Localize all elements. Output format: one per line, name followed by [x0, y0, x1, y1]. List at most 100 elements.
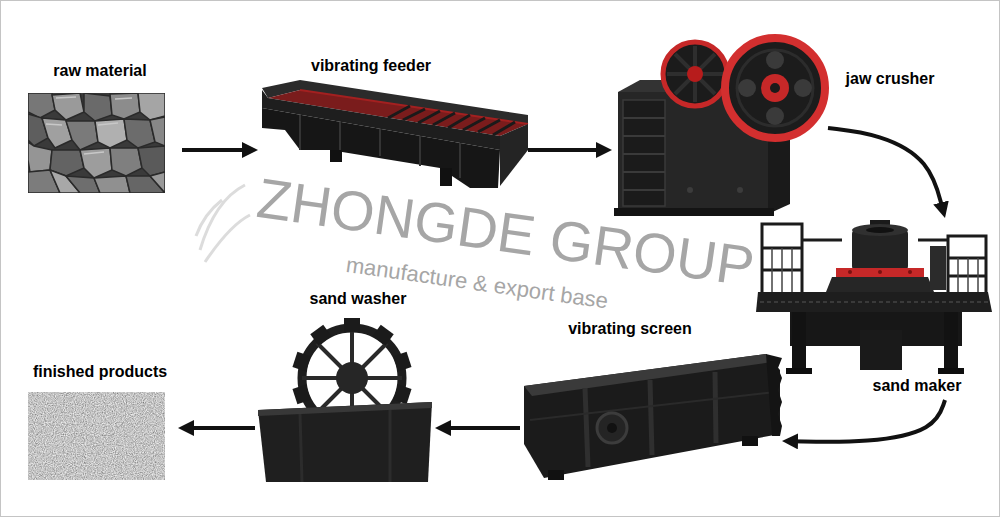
- vibrating-feeder-picture-part-part: [403, 109, 425, 120]
- finished-sand-picture-part: [28, 392, 165, 480]
- node-label: sand maker: [873, 376, 962, 395]
- sand-washer-picture: [258, 318, 432, 482]
- sand-washer-picture-part-part: [310, 325, 331, 346]
- jaw-crusher-picture-part: [737, 187, 743, 193]
- vibrating-screen-picture: [524, 354, 782, 480]
- jaw-crusher-picture-part: [614, 208, 774, 216]
- jaw-crusher-picture-part: [738, 79, 756, 97]
- vibrating-feeder-picture-part-part: [418, 111, 440, 123]
- sand-washer-picture-part-part: [292, 385, 310, 405]
- jaw-crusher-picture-part: [794, 79, 812, 97]
- vibrating-feeder-picture-part: [440, 168, 452, 186]
- raw-stone-picture-part-part: [84, 93, 112, 121]
- sand-maker-picture-part: [756, 292, 992, 312]
- raw-stone-picture-part: [28, 93, 165, 193]
- flow-arrow: [528, 148, 604, 152]
- sand-washer-picture-part: [336, 362, 368, 394]
- flow-arrow: [443, 426, 520, 430]
- raw-stone-picture-part: [46, 97, 132, 154]
- raw-stone-picture-part-part: [66, 121, 98, 150]
- vibrating-feeder-picture-part-part: [388, 106, 410, 118]
- node-label: jaw crusher: [846, 69, 935, 88]
- flow-arrow: [828, 128, 943, 210]
- sand-maker-machine: sand maker: [785, 218, 995, 400]
- sand-maker-picture-part: [826, 277, 934, 292]
- raw-stone-picture-part-part: [28, 93, 55, 118]
- raw-stone-picture-part: [28, 93, 165, 193]
- jaw-crusher-picture-part: [766, 51, 784, 69]
- vibrating-screen-picture-part: [530, 392, 776, 420]
- sand-maker-picture-part: [852, 224, 908, 236]
- sand-maker-picture-part: [930, 246, 946, 290]
- sand-maker-picture-part: [848, 270, 852, 274]
- sand-maker-picture-part: [908, 270, 912, 274]
- sand-maker-picture-part: [866, 227, 894, 233]
- finished-sand-picture: [28, 392, 165, 480]
- sand-washer-picture-part-part: [393, 352, 411, 372]
- jaw-crusher-picture-part: [687, 66, 703, 82]
- node-label: vibrating feeder: [311, 56, 431, 75]
- raw-stone-picture-part-part: [110, 93, 140, 119]
- vibrating-screen-picture-part: [766, 354, 782, 436]
- sand-maker-picture-part: [944, 312, 958, 372]
- vibrating-screen-picture-part: [524, 354, 780, 478]
- raw-stone-picture-part-part: [138, 93, 165, 120]
- vibrating-feeder-picture-part: [300, 115, 460, 178]
- jaw-crusher-picture-part: [725, 38, 825, 138]
- jaw-crusher-picture-part: [687, 187, 693, 193]
- raw-stone-picture-part-part: [150, 172, 165, 193]
- sand-washer-picture-part-part: [393, 385, 411, 405]
- sand-washer-picture-part: [258, 402, 432, 416]
- vibrating-feeder-picture-part-part: [478, 120, 500, 132]
- vibrating-feeder-picture-part-part: [433, 113, 455, 125]
- jaw-crusher-picture-part: [623, 100, 665, 206]
- jaw-crusher-picture-part: [770, 83, 780, 93]
- vibrating-feeder-picture-part-part: [463, 118, 485, 130]
- material-sample: raw material: [25, 88, 182, 196]
- jaw-crusher-picture-part: [623, 118, 665, 190]
- product-sample: finished products: [25, 390, 178, 485]
- raw-stone-picture-part-part: [28, 142, 52, 172]
- vibrating-screen-picture-part: [607, 423, 617, 433]
- vibrating-screen-picture-part: [742, 436, 758, 446]
- sand-maker-picture-part: [948, 236, 986, 292]
- sand-maker-picture: [756, 220, 992, 374]
- vibrating-screen-picture-part: [585, 372, 716, 467]
- sand-maker-picture-part: [792, 312, 806, 372]
- node-label: sand washer: [310, 289, 407, 308]
- sand-washer-picture-part-part: [344, 318, 360, 332]
- crusher-machine: jaw crusher: [612, 35, 828, 214]
- sand-maker-picture-part: [938, 368, 964, 374]
- jaw-crusher-picture-part: [766, 107, 784, 125]
- jaw-crusher-picture-part: [667, 46, 723, 102]
- sand-washer-picture-part-part: [292, 352, 310, 372]
- sand-washer-picture-part-part: [373, 325, 394, 346]
- flow-arrow: [186, 426, 255, 430]
- vibrating-screen-picture-part: [548, 470, 564, 480]
- sand-washer-picture-part: [300, 410, 390, 482]
- watermark-logo: [196, 185, 250, 262]
- jaw-crusher-picture-part: [761, 74, 789, 102]
- vibrating-feeder-picture-part: [330, 150, 342, 162]
- raw-stone-picture-part-part: [150, 117, 165, 146]
- sand-maker-picture-part: [786, 368, 812, 374]
- jaw-crusher-picture-part: [663, 42, 727, 106]
- jaw-crusher-picture: [614, 38, 825, 216]
- raw-stone-picture-part-part: [110, 148, 142, 176]
- sand-washer-picture-part: [258, 402, 432, 482]
- node-label: raw material: [53, 61, 146, 80]
- node-label: vibrating screen: [568, 319, 692, 338]
- raw-stone-picture-part-part: [94, 176, 130, 193]
- vibrating-screen-picture-part: [597, 413, 627, 443]
- jaw-crusher-picture-part: [737, 50, 813, 126]
- raw-stone-picture-part-part: [138, 146, 165, 176]
- washer-machine: sand washer: [255, 312, 435, 485]
- vibrating-feeder-picture-part: [500, 124, 528, 186]
- vibrating-feeder-picture-part-part: [448, 115, 470, 128]
- node-label: finished products: [33, 362, 167, 381]
- sand-maker-picture-part: [878, 270, 882, 274]
- screen-machine: vibrating screen: [520, 352, 782, 485]
- flow-arrow: [182, 148, 250, 152]
